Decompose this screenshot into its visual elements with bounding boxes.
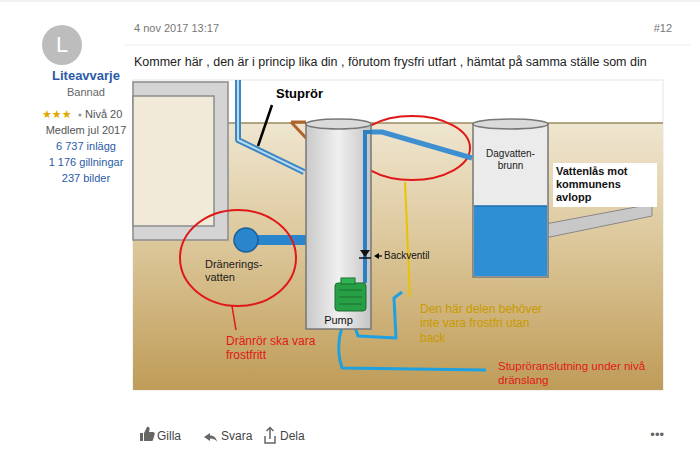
well-bracket: [291, 122, 306, 138]
valve-arrow-head: [374, 253, 379, 259]
node-label: Dagvatten- brunn: [475, 148, 546, 171]
brunn-shape: [472, 118, 549, 278]
image-count: 237 bilder: [16, 172, 156, 185]
yellow-leader: [405, 182, 410, 297]
separator-dot: [78, 113, 81, 116]
post-text: Kommer här , den är i princip lika din ,…: [134, 55, 647, 70]
node-label: Pump: [308, 314, 369, 327]
frame-line: [0, 1, 700, 2]
note-text: Den här delen behöver inte vara frostfri…: [420, 302, 558, 345]
well-shape: [305, 118, 372, 330]
part-label: Vattenlås mot kommunens avlopp: [553, 163, 657, 207]
post-date: 4 nov 2017 13:17: [134, 22, 219, 35]
rank-stars: ★★★: [42, 108, 72, 121]
leader-line: [258, 105, 272, 146]
pressure-pipe: [372, 132, 472, 158]
red-leader: [232, 306, 236, 330]
member-since: Medlem jul 2017: [16, 124, 156, 137]
user-level: Nivå 20: [85, 108, 122, 121]
avatar-letter: L: [56, 32, 68, 57]
more-button: •••: [650, 427, 664, 443]
pump-well: Pump: [305, 118, 372, 330]
stormwater-well: Dagvatten- brunn: [472, 118, 549, 278]
avatar-circle: L: [42, 25, 82, 65]
like-button: Gilla: [157, 429, 181, 443]
post-count: 6 737 inlägg: [16, 140, 156, 153]
part-label: Dränerings- vatten: [205, 258, 273, 284]
node-text-holder: L: [56, 32, 68, 57]
note-text: Stupröranslutning under nivå dränslang: [498, 360, 650, 388]
node-text-holder: Dagvatten- brunn: [475, 148, 546, 171]
share-button: Dela: [280, 429, 305, 443]
node-text-holder: Pump: [308, 314, 369, 327]
note-text: Dränrör ska vara frostfritt: [226, 334, 338, 363]
part-label: Stuprör: [276, 86, 323, 102]
reply-button: Svara: [221, 429, 252, 443]
part-label: Backventil: [384, 250, 430, 262]
like-icon: [140, 427, 155, 441]
header-rule: [124, 45, 690, 46]
like-count: 1 176 gillningar: [16, 156, 156, 169]
reply-icon: [204, 433, 217, 442]
house-basement: [133, 96, 214, 226]
diagram-sky: [133, 80, 663, 390]
post-number: #12: [654, 22, 672, 35]
username: Liteavvarje: [16, 68, 156, 84]
house-wall: [133, 82, 228, 240]
user-status: Bannad: [16, 86, 156, 99]
share-icon: [265, 428, 275, 444]
outflow-pipe: [545, 204, 652, 238]
drain-pipe-end: [234, 228, 258, 252]
red-circle-mark: [180, 210, 296, 306]
